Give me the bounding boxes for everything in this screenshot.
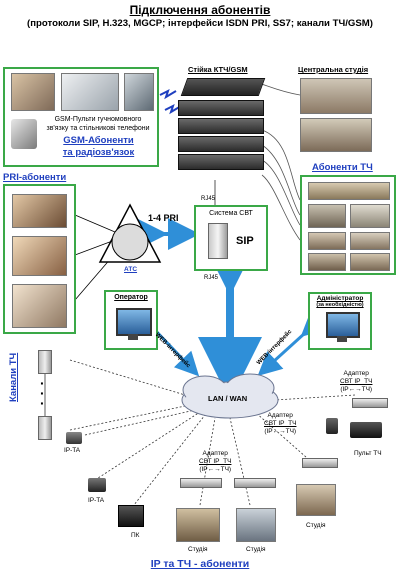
- studio-1-photo: [176, 508, 220, 542]
- rj45-top-label: RJ45: [201, 196, 216, 202]
- admin-label-line2: (за необхідністю): [316, 302, 364, 308]
- central-studio-label: Центральна студія: [298, 65, 369, 74]
- tch-room-photo-6: [308, 253, 346, 271]
- admin-box: Адміністратор (за необхідністю): [308, 292, 372, 350]
- lan-cloud: [181, 373, 279, 419]
- studio-2-label: Студія: [246, 546, 266, 553]
- wireless-bolt-1: [159, 89, 177, 100]
- channel-device-1: [38, 350, 52, 374]
- studio-3-label: Студія: [306, 522, 326, 529]
- server-icon: [208, 223, 228, 259]
- ip-ta-2-label: IP-TA: [88, 497, 105, 504]
- adapter-1-device: [180, 478, 222, 488]
- studio-3-photo: [296, 484, 336, 516]
- sip-label: SIP: [236, 235, 254, 247]
- admin-monitor-icon: [326, 312, 360, 338]
- adapter-1-label: Адаптер СВТ IP_ТЧ (IP←→ТЧ): [199, 450, 231, 474]
- pc-label: ПК: [131, 532, 140, 539]
- tch-room-photo-1: [308, 182, 390, 200]
- tch-room-photo-5: [350, 232, 390, 250]
- central-studio-photo-2: [300, 118, 372, 152]
- central-studio-photo: [300, 78, 372, 114]
- pri-person-photo-1: [12, 194, 67, 228]
- console-tch-icon: [350, 422, 382, 438]
- adapter-2-device: [234, 478, 276, 488]
- gsm-person-photo: [11, 73, 55, 111]
- channels-tch-label[interactable]: Канали ТЧ: [8, 352, 19, 402]
- gsm-phone-photo: [124, 73, 154, 111]
- pri-subscribers-label[interactable]: PRI-абоненти: [3, 172, 67, 183]
- gsm-caption-line1: GSM-Пульти гучномовного: [54, 116, 142, 123]
- adapter-2-line2: СВТ IP_ТЧ: [264, 420, 297, 427]
- admin-label: Адміністратор (за необхідністю): [310, 295, 370, 309]
- ip-phone-2-icon: [88, 478, 106, 492]
- adapter-1-line1: Адаптер: [202, 450, 228, 457]
- lan-wan-label: LAN / WAN: [208, 394, 248, 403]
- speaker-icon: [326, 418, 338, 434]
- gsm-caption-line2: зв'язку та стільникові телефони: [46, 125, 150, 132]
- tch-room-photo-4: [308, 232, 346, 250]
- studio-2-photo: [236, 508, 276, 542]
- operator-box: Оператор: [104, 290, 158, 350]
- channels-ellipsis: ···: [40, 375, 45, 411]
- ip-phone-1-icon: [66, 432, 82, 444]
- gsm-caption: GSM-Пульти гучномовного зв'язку та стіль…: [37, 115, 159, 133]
- tch-room-photo-3: [350, 204, 390, 228]
- console-tch-label: Пульт ТЧ: [354, 450, 382, 457]
- adapter-4-device: [352, 398, 388, 408]
- channel-device-2: [38, 416, 52, 440]
- laptop-icon: [118, 505, 144, 527]
- adapter-3-line1: Адаптер: [343, 370, 369, 377]
- ip-tch-subscribers-label[interactable]: IP та ТЧ - абоненти: [150, 558, 250, 570]
- pri-subscribers-box: [3, 184, 76, 334]
- svt-title: Система СВТ: [209, 210, 253, 217]
- tch-subscribers-label[interactable]: Абоненти ТЧ: [312, 162, 373, 173]
- adapter-2-label: Адаптер СВТ IP_ТЧ (IP←→ТЧ): [264, 412, 296, 436]
- gsm-phones-photo: [11, 119, 37, 149]
- wireless-bolt-2: [164, 104, 182, 115]
- ip-ta-1-label: IP-TA: [64, 447, 81, 454]
- gsm-subscribers-link[interactable]: GSM-Абоненти та радіозв'язок: [41, 135, 156, 159]
- adapter-3-device: [302, 458, 338, 468]
- ats-label: АТС: [124, 266, 138, 273]
- adapter-1-line2: СВТ IP_ТЧ: [199, 458, 232, 465]
- operator-label: Оператор: [114, 294, 148, 301]
- tch-subscribers-box: [300, 175, 396, 275]
- tch-room-photo-2: [308, 204, 346, 228]
- adapter-2-line3: (IP←→ТЧ): [264, 428, 297, 435]
- adapter-2-line1: Адаптер: [267, 412, 293, 419]
- rack-equipment: [178, 78, 266, 180]
- studio-1-label: Студія: [188, 546, 208, 553]
- pri-person-photo-3: [12, 284, 67, 328]
- page-subtitle: (протоколи SIP, H.323, MGCP; інтерфейси …: [27, 18, 373, 29]
- adapter-3-line2: СВТ IP_ТЧ: [340, 378, 373, 385]
- adapter-1-line3: (IP←→ТЧ): [199, 466, 232, 473]
- gsm-subscribers-box: GSM-Пульти гучномовного зв'язку та стіль…: [3, 67, 159, 167]
- page-title: Підключення абонентів: [129, 3, 271, 17]
- gsm-link-line1: GSM-Абоненти: [63, 135, 134, 146]
- adapter-3-line3: (IP←→ТЧ): [340, 386, 373, 393]
- tch-room-photo-7: [350, 253, 390, 271]
- rack-label: Стійка КТЧ/GSM: [188, 65, 248, 74]
- pri-person-photo-2: [12, 236, 67, 276]
- rj45-bottom-label: RJ45: [204, 275, 219, 281]
- pri-link-label: 1-4 PRI: [148, 213, 179, 223]
- admin-label-line1: Адміністратор: [316, 295, 364, 302]
- operator-monitor-icon: [116, 308, 152, 336]
- adapter-3-label: Адаптер СВТ IP_ТЧ (IP←→ТЧ): [340, 370, 372, 394]
- ats-symbol: [98, 203, 162, 263]
- gsm-console-photo: [61, 73, 119, 111]
- svt-system-box: Система СВТ SIP: [194, 205, 268, 271]
- gsm-link-line2: та радіозв'язок: [62, 147, 135, 158]
